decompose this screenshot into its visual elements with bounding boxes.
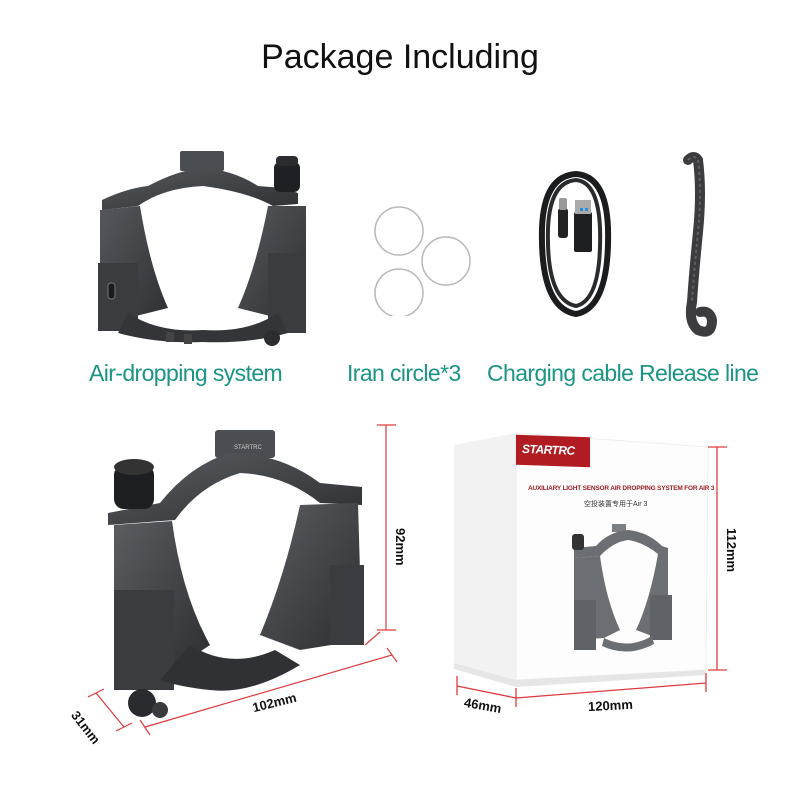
item-label-iran-circle: Iran circle*3	[347, 360, 461, 386]
box-product-subtitle: 空投装置专用于Air 3	[584, 501, 648, 508]
usb-cable-icon	[538, 170, 612, 318]
page-title: Package Including	[261, 38, 539, 76]
item-label-charging-cable: Charging cable	[487, 360, 634, 386]
mount-height-dimension: 92mm	[393, 528, 408, 566]
ring-circles-icon	[374, 206, 471, 316]
box-height-dimension: 112mm	[724, 528, 739, 573]
box-product-title: AUXILIARY LIGHT SENSOR AIR DROPPING SYST…	[528, 485, 715, 492]
mount-depth-dimension: 31mm	[68, 708, 104, 747]
brand-logo: STARTRC	[516, 434, 590, 468]
box-depth-dimension: 46mm	[462, 694, 503, 717]
package-box-image	[454, 432, 709, 687]
item-label-release-line: Release line	[639, 360, 759, 386]
item-label-air-dropping-system: Air-dropping system	[89, 360, 283, 386]
mount-3d-image: STARTRC	[108, 430, 364, 718]
rope-icon	[683, 152, 718, 337]
box-width-dimension: 120mm	[587, 696, 634, 715]
air-dropping-mount-icon	[98, 151, 306, 346]
svg-text:STARTRC: STARTRC	[234, 445, 262, 451]
